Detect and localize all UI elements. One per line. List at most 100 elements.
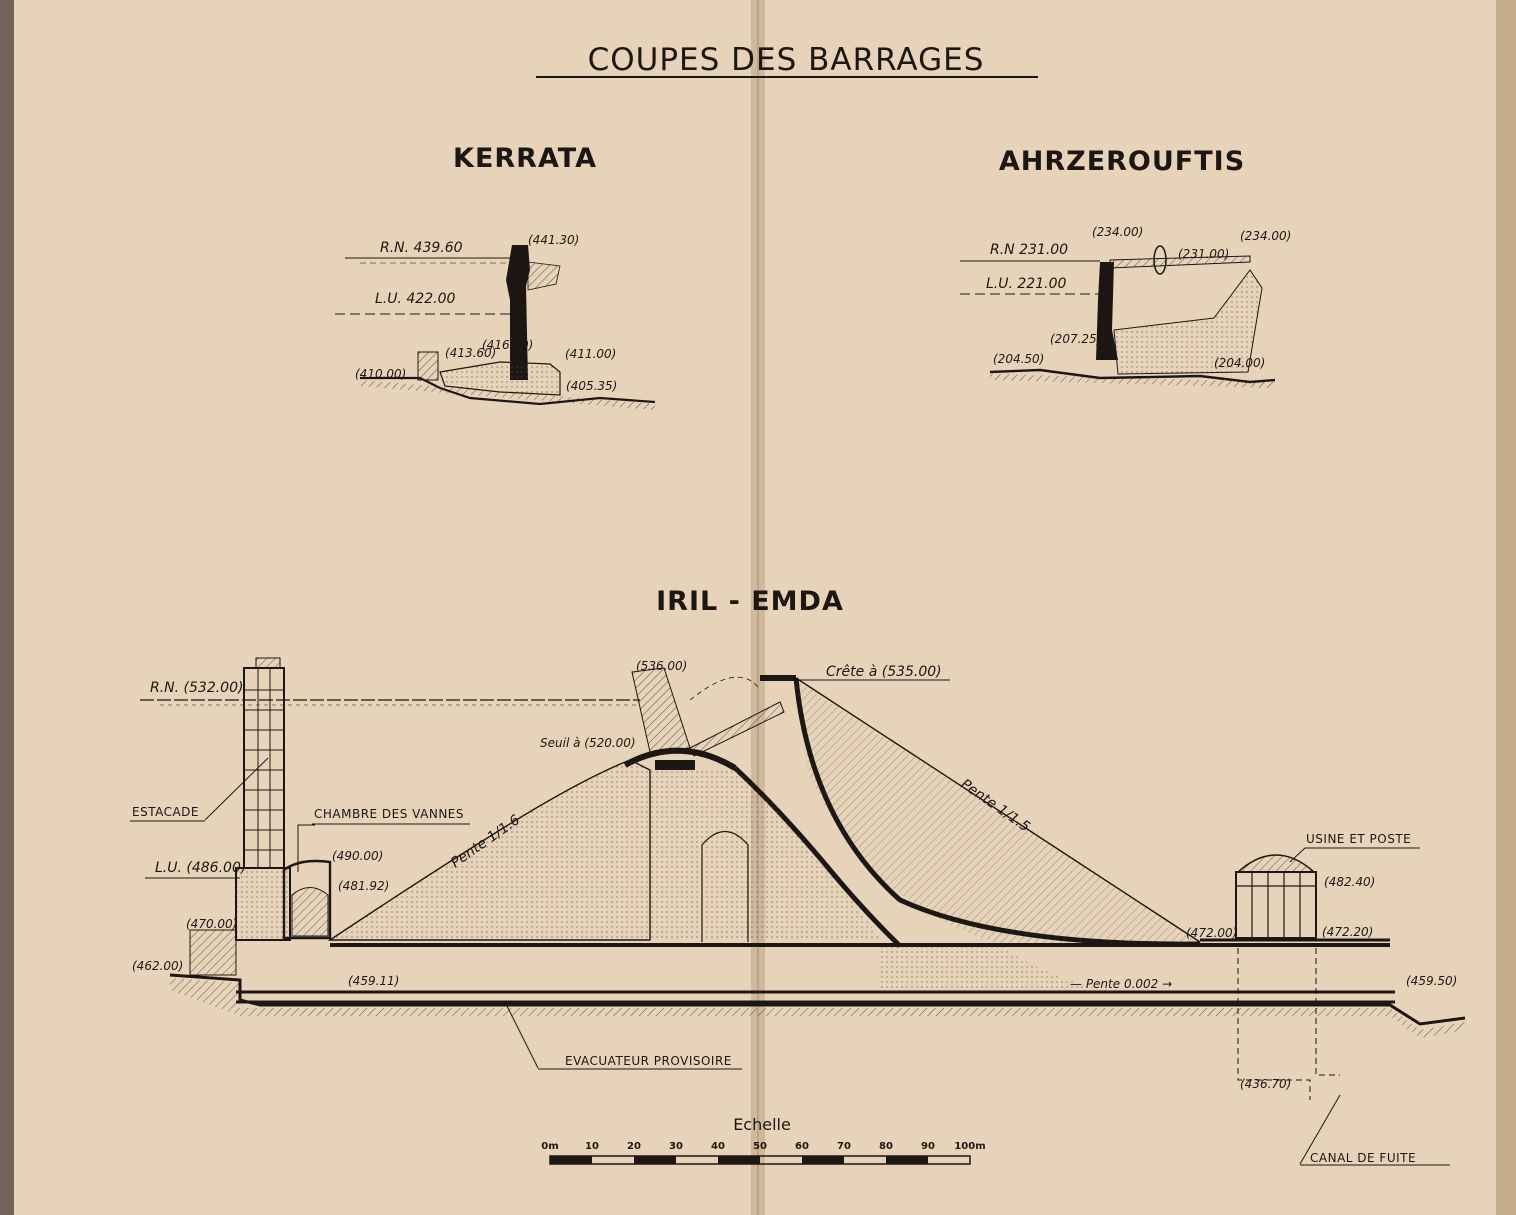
kerrata-level-4: (411.00) xyxy=(565,347,616,361)
scale-tick-label: 10 xyxy=(585,1141,599,1152)
iril-dam-fill xyxy=(796,680,1200,944)
iril-level-gallery: (459.11) xyxy=(348,974,399,988)
kerrata-level-1: (441.30) xyxy=(528,233,579,247)
iril-culvert-arch xyxy=(701,830,749,942)
kerrata-intake xyxy=(417,351,439,381)
iril-rn-label: R.N. (532.00) xyxy=(150,680,243,696)
iril-spillway-chute xyxy=(733,766,902,948)
label-chambre: CHAMBRE DES VANNES xyxy=(314,807,464,821)
ahrzerouftis-lu-label: L.U. 221.00 xyxy=(986,276,1066,292)
ahrzerouftis-level-5: (204.50) xyxy=(993,352,1044,366)
scale-tick-label: 60 xyxy=(795,1141,809,1152)
iril-plant-dome xyxy=(1236,854,1316,873)
scale-tick-label: 0m xyxy=(541,1141,558,1152)
iril-downstream-block xyxy=(880,946,1120,992)
iril-sill-block xyxy=(655,760,695,770)
iril-dam-downstream-face xyxy=(795,677,1201,943)
right-page-edge xyxy=(1496,0,1516,1215)
leader-chambre xyxy=(297,824,315,872)
iril-emda-section: IRIL - EMDA R.N. (532.00) L.U. (486.00) xyxy=(130,586,1466,1166)
scale-tick-label: 90 xyxy=(921,1141,935,1152)
scale-segment xyxy=(718,1156,760,1164)
iril-spillway-body xyxy=(650,768,880,940)
scale-segments xyxy=(550,1156,928,1164)
iril-level-toe: (472.00) xyxy=(1186,926,1237,940)
scale-tick-label: 80 xyxy=(879,1141,893,1152)
kerrata-rn-label: R.N. 439.60 xyxy=(380,240,463,256)
kerrata-lu-label: L.U. 422.00 xyxy=(375,291,455,307)
iril-chamber-grille xyxy=(291,887,329,937)
iril-left-block xyxy=(189,929,237,976)
iril-tower-cap xyxy=(255,657,281,669)
iril-plant-columns xyxy=(1236,872,1316,938)
scale-labels: 0m 10 20 30 40 50 60 70 80 90 100m xyxy=(541,1141,985,1152)
iril-level-left-ground: (462.00) xyxy=(132,959,183,973)
scale-segment xyxy=(550,1156,592,1164)
kerrata-level-3: (416.00) xyxy=(482,338,533,352)
iril-gate-swing xyxy=(689,676,761,701)
leader-usine xyxy=(1289,847,1420,863)
scale-segment xyxy=(634,1156,676,1164)
kerrata-level-2: (413.60) xyxy=(445,346,496,360)
ahrzerouftis-level-2: (231.00) xyxy=(1178,247,1229,261)
label-canal: CANAL DE FUITE xyxy=(1310,1151,1416,1165)
ahrzerouftis-section: AHRZEROUFTIS R.N 231.00 L.U. 221.00 (234… xyxy=(960,146,1291,388)
ahrzerouftis-ground-hatch xyxy=(990,374,1275,388)
ahrzerouftis-level-1: (234.00) xyxy=(1092,225,1143,239)
iril-plant-building xyxy=(1235,871,1317,939)
scale-tick-label: 40 xyxy=(711,1141,725,1152)
ahrzerouftis-gate xyxy=(1153,245,1167,275)
ahrzerouftis-level-3: (234.00) xyxy=(1240,229,1291,243)
scale-tick-label: 20 xyxy=(627,1141,641,1152)
left-page-edge xyxy=(0,0,14,1215)
iril-level-chamber-top: (490.00) xyxy=(332,849,383,863)
leader-canal xyxy=(1299,1094,1341,1165)
iril-valve-chamber xyxy=(282,859,332,940)
iril-lu-label: L.U. (486.00) xyxy=(155,860,246,876)
ahrzerouftis-rn-label: R.N 231.00 xyxy=(990,242,1068,258)
iril-ground xyxy=(169,973,1466,1026)
ahrzerouftis-level-4: (207.25) xyxy=(1050,332,1101,346)
ahrzerouftis-level-6: (204.00) xyxy=(1214,356,1265,370)
kerrata-level-5: (410.00) xyxy=(355,367,406,381)
page-title: COUPES DES BARRAGES xyxy=(588,42,985,78)
iril-tailrace-dash xyxy=(1237,948,1340,1100)
iril-tower-base xyxy=(235,867,291,941)
iril-gate-leaf xyxy=(689,701,785,757)
kerrata-ground-hatch xyxy=(360,380,655,410)
leader-estacade xyxy=(204,757,269,821)
kerrata-level-6: (405.35) xyxy=(566,379,617,393)
scale-segment xyxy=(802,1156,844,1164)
kerrata-crest-hatch xyxy=(527,261,561,291)
kerrata-apron xyxy=(439,361,561,396)
iril-crest-label: Crête à (535.00) xyxy=(826,664,942,680)
ahrzerouftis-bridge xyxy=(1109,255,1251,269)
ahrzerouftis-dam-wall xyxy=(1096,262,1118,360)
scale-tick-label: 30 xyxy=(669,1141,683,1152)
scale-tick-label: 70 xyxy=(837,1141,851,1152)
scale-segment xyxy=(886,1156,928,1164)
leader-evacuateur xyxy=(504,1001,539,1069)
ahrzerouftis-body xyxy=(1113,269,1263,375)
scale-title: Echelle xyxy=(733,1115,791,1134)
label-evacuateur: EVACUATEUR PROVISOIRE xyxy=(565,1054,732,1068)
iril-slope-gallery: — Pente 0.002 → xyxy=(1070,977,1172,991)
iril-sill-label: Seuil à (520.00) xyxy=(540,736,636,750)
iril-level-chamber-mid: (481.92) xyxy=(338,879,389,893)
iril-level-top-spill: (536.00) xyxy=(636,659,687,673)
iril-ground-hatch xyxy=(170,978,1465,1038)
iril-level-plant-floor: (472.20) xyxy=(1322,925,1373,939)
iril-spillway-crest xyxy=(623,747,737,771)
scale-tick-label: 50 xyxy=(753,1141,767,1152)
scale-bar: Echelle 0m 10 20 30 40 50 60 70 80 90 100m xyxy=(541,1115,986,1165)
kerrata-dam-wall xyxy=(506,245,530,380)
iril-level-outlet: (459.50) xyxy=(1406,974,1457,988)
kerrata-ground xyxy=(360,376,656,406)
label-usine: USINE ET POSTE xyxy=(1306,832,1411,846)
iril-upstream-slope xyxy=(327,759,651,941)
label-estacade: ESTACADE xyxy=(132,805,199,819)
iril-level-tailrace: (436.70) xyxy=(1240,1077,1291,1091)
ahrzerouftis-title: AHRZEROUFTIS xyxy=(999,146,1245,177)
scale-tick-label: 100m xyxy=(954,1141,985,1152)
